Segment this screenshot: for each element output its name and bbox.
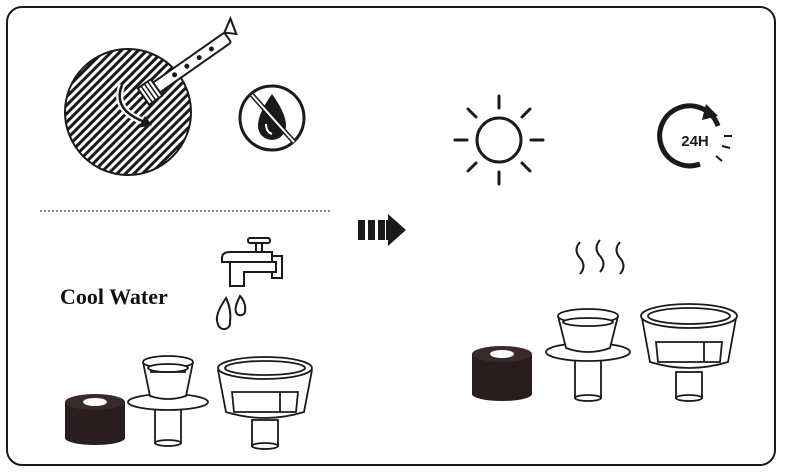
dry-hours-badge: 24H — [681, 133, 709, 150]
faucet-icon — [221, 237, 283, 287]
filter-basket-small — [127, 355, 209, 447]
filter-cup-large — [217, 356, 313, 450]
next-step-arrow-icon — [358, 214, 406, 246]
card-frame — [6, 6, 776, 466]
no-detergent-icon — [238, 84, 306, 152]
brush-cleaning-icon — [64, 15, 238, 176]
steam-icon — [575, 239, 625, 275]
clock-24h-icon: 24H — [657, 103, 732, 169]
filter-cup-large — [640, 303, 738, 402]
water-drops-icon — [215, 294, 247, 331]
filter-basket-small — [545, 308, 631, 402]
foam-filter — [472, 346, 532, 401]
foam-filter — [65, 394, 125, 445]
sun-icon — [453, 94, 545, 186]
cool-water-label: Cool Water — [60, 284, 168, 309]
